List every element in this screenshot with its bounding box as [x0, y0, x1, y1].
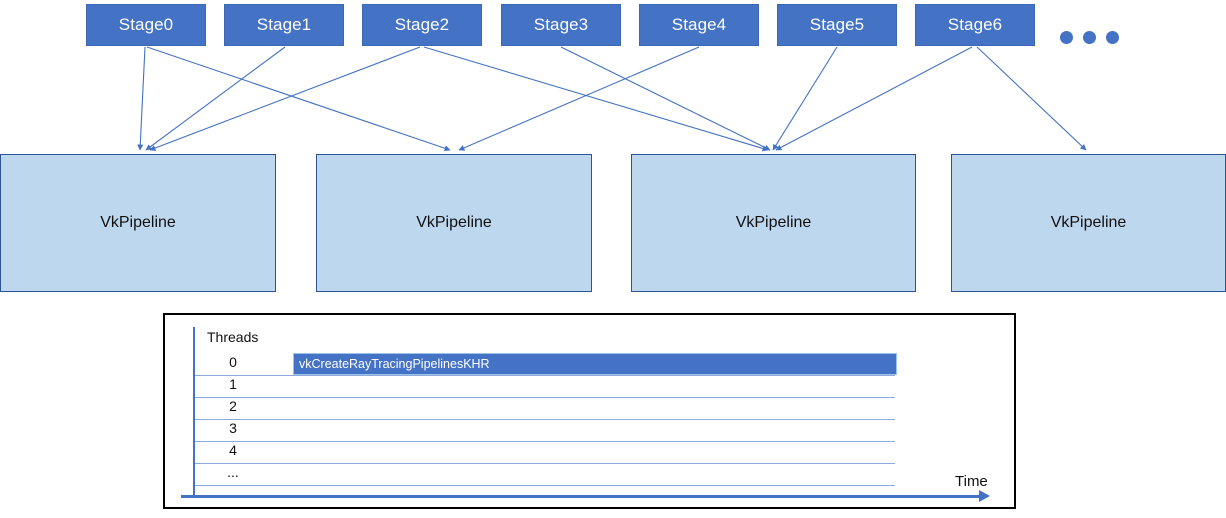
edge-stage6-to-vkpipeline-3	[775, 46, 973, 151]
stage-label: Stage5	[809, 15, 865, 34]
stage-box-6[interactable]: Stage6	[915, 4, 1035, 46]
stage-label: Stage4	[671, 15, 727, 34]
thread-row-label-0: 0	[229, 354, 237, 370]
edge-stage2-to-vkpipeline-3	[423, 46, 769, 152]
edge-stage1-to-vkpipeline-1	[145, 46, 286, 151]
stage-label: Stage1	[256, 15, 312, 34]
timeline-bar-label: vkCreateRayTracingPipelinesKHR	[299, 357, 490, 371]
stage-box-2[interactable]: Stage2	[362, 4, 482, 46]
time-axis-arrow-icon	[979, 490, 990, 502]
edge-stage2-to-vkpipeline-1	[149, 46, 421, 151]
thread-row-gridline-...	[195, 485, 895, 486]
edge-stage0-to-vkpipeline-1	[137, 46, 146, 151]
timeline-threads-header: Threads	[207, 329, 259, 345]
pipeline-box-0[interactable]: VkPipeline	[0, 154, 276, 292]
timeline-vertical-axis	[193, 327, 195, 495]
edge-stage4-to-vkpipeline-2	[458, 46, 700, 151]
thread-row-label-4: 4	[229, 442, 237, 458]
pipeline-label: VkPipeline	[416, 214, 492, 231]
thread-row-gridline-4	[195, 463, 895, 464]
timeline-time-axis	[181, 495, 981, 498]
timeline-bar-thread-0[interactable]: vkCreateRayTracingPipelinesKHR	[293, 353, 897, 375]
edge-stage6-to-vkpipeline-4	[976, 46, 1087, 151]
thread-row-label-2: 2	[229, 398, 237, 414]
edge-stage0-to-vkpipeline-2	[146, 46, 451, 152]
thread-row-label-3: 3	[229, 420, 237, 436]
pipeline-box-3[interactable]: VkPipeline	[951, 154, 1226, 292]
stage-label: Stage2	[394, 15, 450, 34]
edge-stage5-to-vkpipeline-3	[772, 46, 838, 151]
thread-row-gridline-1	[195, 397, 895, 398]
stage-box-4[interactable]: Stage4	[639, 4, 759, 46]
thread-timeline-panel: Threads 0 vkCreateRayTracingPipelinesKHR 1…	[163, 313, 1016, 509]
pipeline-label: VkPipeline	[100, 214, 176, 231]
pipeline-box-1[interactable]: VkPipeline	[316, 154, 592, 292]
pipeline-box-2[interactable]: VkPipeline	[631, 154, 916, 292]
thread-row-gridline-0	[195, 375, 895, 376]
pipeline-label: VkPipeline	[735, 214, 812, 231]
edge-stage3-to-vkpipeline-3	[560, 46, 771, 151]
stage-label: Stage0	[118, 15, 174, 34]
stage-box-5[interactable]: Stage5	[777, 4, 897, 46]
stage-label: Stage6	[947, 15, 1003, 34]
ellipsis-dot	[1106, 31, 1119, 44]
edges	[137, 46, 1087, 152]
ellipsis-dot	[1083, 31, 1096, 44]
stage-box-0[interactable]: Stage0	[86, 4, 206, 46]
thread-row-gridline-3	[195, 441, 895, 442]
thread-row-gridline-2	[195, 419, 895, 420]
ellipsis-dot	[1060, 31, 1073, 44]
stage-box-3[interactable]: Stage3	[501, 4, 621, 46]
stage-box-1[interactable]: Stage1	[224, 4, 344, 46]
stage-label: Stage3	[533, 15, 589, 34]
thread-row-label-1: 1	[229, 376, 237, 392]
pipeline-label: VkPipeline	[1050, 214, 1127, 231]
thread-row-label-...: ...	[227, 464, 239, 480]
timeline-time-label: Time	[955, 473, 988, 490]
more-stages-ellipsis	[1060, 31, 1119, 44]
